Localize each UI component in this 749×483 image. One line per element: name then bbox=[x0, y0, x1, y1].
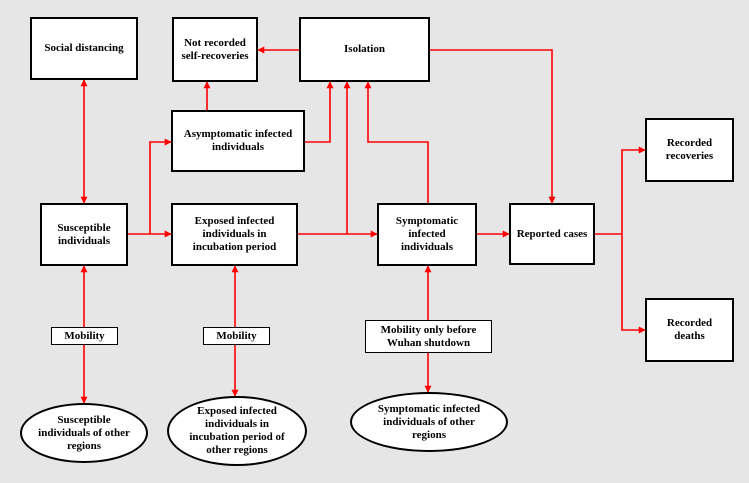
susceptible-box: Susceptible individuals bbox=[40, 203, 128, 266]
mobility-tag-susceptible: Mobility bbox=[51, 327, 118, 345]
symptomatic-box: Symptomatic infected individuals bbox=[377, 203, 477, 266]
arrow-isolation-reported bbox=[430, 49, 556, 204]
arrow-reported-recoveries bbox=[621, 146, 646, 234]
arrow-reported-deaths bbox=[621, 234, 646, 334]
symptomatic-other-regions-ellipse: Symptomatic infected individuals of othe… bbox=[350, 392, 508, 452]
exposed-box: Exposed infected individuals in incubati… bbox=[171, 203, 298, 266]
not-recorded-self-recoveries-box: Not recorded self-recoveries bbox=[172, 17, 258, 82]
isolation-box: Isolation bbox=[299, 17, 430, 82]
susceptible-other-regions-ellipse: Susceptible individuals of other regions bbox=[20, 403, 148, 463]
mobility-tag-exposed: Mobility bbox=[203, 327, 270, 345]
asymptomatic-box: Asymptomatic infected individuals bbox=[171, 110, 305, 172]
reported-cases-box: Reported cases bbox=[509, 203, 595, 265]
arrow-asymp-isolation bbox=[305, 81, 334, 143]
recorded-deaths-box: Recorded deaths bbox=[645, 298, 734, 362]
arrow-symptomatic-isolation bbox=[364, 81, 429, 203]
exposed-other-regions-ellipse: Exposed infected individuals in incubati… bbox=[167, 396, 307, 466]
social-distancing-box: Social distancing bbox=[30, 17, 138, 80]
recorded-recoveries-box: Recorded recoveries bbox=[645, 118, 734, 182]
arrow-susceptible-asymp bbox=[149, 138, 172, 234]
mobility-tag-symptomatic: Mobility only before Wuhan shutdown bbox=[365, 320, 492, 353]
